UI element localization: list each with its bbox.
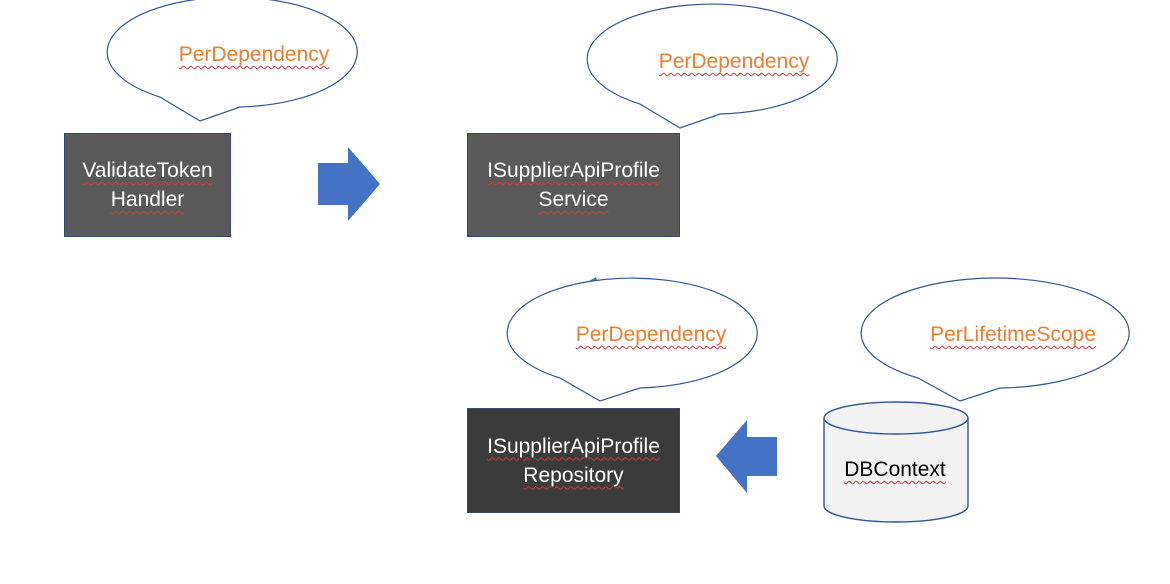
validate-token-handler-line1: ValidateToken xyxy=(82,159,213,182)
supplier-repository-box: ISupplierApiProfile Repository xyxy=(467,408,680,513)
speech-bubble-service xyxy=(586,3,838,129)
speech-bubble-dbcontext xyxy=(860,277,1130,402)
validate-token-handler-line2: Handler xyxy=(110,188,185,211)
database-cylinder-body xyxy=(823,418,969,523)
supplier-repository-line1: ISupplierApiProfile xyxy=(487,434,660,458)
dbcontext-scope-label: PerLifetimeScope xyxy=(930,323,1096,346)
supplier-repository-line2: Repository xyxy=(523,463,624,487)
dbcontext-label: DBContext xyxy=(844,458,946,481)
speech-bubble-handler xyxy=(106,0,358,122)
left-arrow xyxy=(716,420,777,493)
handler-scope-label: PerDependency xyxy=(178,43,330,66)
supplier-service-line1: ISupplierApiProfile xyxy=(487,159,660,182)
repository-scope-label: PerDependency xyxy=(575,323,727,346)
supplier-service-line2: Service xyxy=(538,188,609,211)
right-arrow xyxy=(318,147,380,221)
database-cylinder-top xyxy=(823,401,969,435)
supplier-service-box: ISupplierApiProfile Service xyxy=(467,133,680,237)
service-scope-label: PerDependency xyxy=(658,50,810,73)
speech-bubble-repository xyxy=(506,277,758,402)
validate-token-handler-box: ValidateToken Handler xyxy=(64,133,231,237)
